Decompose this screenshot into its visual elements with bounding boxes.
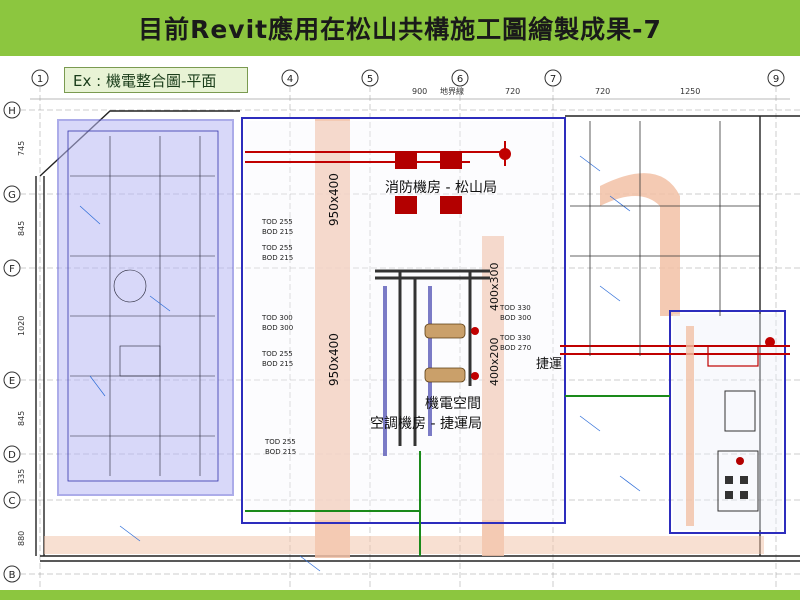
duct-label-3: 400x300 [488,262,501,311]
dim-left-6: 880 [17,531,26,546]
tod-6: TOD 330 [499,304,531,312]
right-linework [570,121,760,356]
grid-row-g: G [8,190,16,201]
left-dimensions: 745 845 1020 845 335 880 [17,141,26,546]
bod-4: BOD 215 [262,360,293,368]
bod-3: BOD 300 [262,324,293,332]
grid-row-h: H [8,106,16,117]
left-zone-hatch [70,136,215,476]
main-ducts [44,118,764,558]
grid-col-1: 1 [37,74,43,85]
grid-row-e: E [9,376,15,387]
bod-1: BOD 215 [262,228,293,236]
caption-box: Ex : 機電整合圖-平面 [64,67,248,93]
grid-row-d: D [8,450,16,461]
tod-labels: TOD 255 BOD 215 TOD 255 BOD 215 TOD 300 … [261,218,531,456]
grid-row-f: F [9,264,15,275]
mep-drawing: 1 4 5 6 7 9 900 地界線 720 720 1250 H G [0,56,800,590]
room-label-fire: 消防機房 - 松山局 [385,180,497,196]
dim-top-3: 720 [595,87,610,96]
grid-row-b: B [9,570,16,581]
green-pipes [245,395,670,556]
tod-7: TOD 330 [499,334,531,342]
tod-1: TOD 255 [261,218,293,226]
right-leaders [119,155,641,572]
floor-plan-svg: 1 4 5 6 7 9 900 地界線 720 720 1250 H G [0,56,800,590]
purple-pipes [383,286,432,456]
room-label-mrt: 空調機房 - 捷運局 [370,416,482,432]
grid-row-c: C [9,496,16,507]
chillers [424,323,466,383]
room-label-space: 機電空間 [425,396,481,412]
right-blue-zone [669,310,786,534]
tod-4: TOD 255 [261,350,293,358]
fire-pumps [395,151,462,214]
ground-label: 地界線 [440,86,464,96]
dim-top-4: 1250 [680,87,700,96]
bod-6: BOD 300 [500,314,531,322]
left-purple-zone [57,119,234,496]
duct-label-2: 950x400 [327,333,341,386]
left-zone-leaders [79,205,171,397]
right-zone-equipment [686,326,759,526]
grid-col-5: 5 [367,74,373,85]
title-band: 目前Revit應用在松山共構施工圖繪製成果-7 [0,0,800,56]
grid-col-9: 9 [773,74,779,85]
duct-label-1: 950x400 [327,173,341,226]
tod-2: TOD 255 [261,244,293,252]
tod-3: TOD 300 [261,314,293,322]
bod-7: BOD 270 [500,344,531,352]
dim-top-1: 900 [412,87,427,96]
grid-col-7: 7 [550,74,556,85]
slide-title: 目前Revit應用在松山共構施工圖繪製成果-7 [138,15,662,44]
tod-5: TOD 255 [264,438,296,446]
grid-col-4: 4 [287,74,293,85]
central-blue-zone [241,117,566,524]
footer-band [0,590,800,600]
dim-left-3: 1020 [17,316,26,336]
grey-pipes [375,269,490,446]
mrt-short-label: 捷運 [536,357,562,372]
grid-col-6: 6 [457,74,463,85]
dim-left-5: 335 [17,469,26,484]
dim-left-2: 845 [17,221,26,236]
top-dimensions: 900 地界線 720 720 1250 [30,86,790,100]
dim-left-4: 845 [17,411,26,426]
duct-label-4: 400x200 [488,337,501,386]
caption-text: Ex : 機電整合圖-平面 [73,71,217,90]
bod-2: BOD 215 [262,254,293,262]
bod-5: BOD 215 [265,448,296,456]
dim-left-1: 745 [17,141,26,156]
dim-top-2: 720 [505,87,520,96]
